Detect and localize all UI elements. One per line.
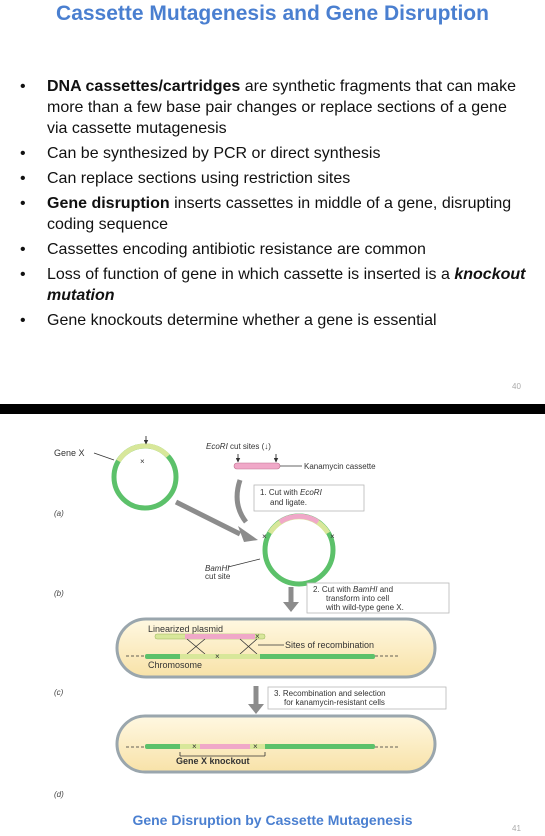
step-3-text: 3. Recombination and selection (274, 689, 386, 698)
kanamycin-cassette-group: EcoRI cut sites (↓) Kanamycin cassette (206, 442, 376, 471)
step-1-box: 1. Cut with EcoRI and ligate. (253, 484, 365, 512)
bullet-dot: • (20, 78, 26, 95)
panel-c-label: (c) (54, 688, 64, 697)
gene-x-segment (116, 443, 170, 463)
bullet-item: • DNA cassettes/cartridges are synthetic … (20, 76, 530, 139)
gene-x-segment-b (267, 514, 331, 535)
bullet-dot: • (20, 241, 26, 258)
bullet-text: Can replace sections using restriction s… (47, 170, 351, 187)
merge-arrow-cassette (234, 479, 249, 524)
bullet-list: • DNA cassettes/cartridges are synthetic … (20, 76, 530, 335)
panel-b-label: (b) (54, 589, 64, 598)
merge-arrow-plasmid (174, 499, 242, 537)
step-3-text-line2: for kanamycin-resistant cells (284, 698, 385, 707)
recombination-line (186, 638, 206, 655)
bullet-item: • Can replace sections using restriction … (20, 168, 530, 189)
panel-c: Linearized plasmid × × Sites of recombin… (54, 617, 437, 697)
step-1-text: 1. Cut with (260, 488, 300, 497)
bullet-item: • Can be synthesized by PCR or direct syn… (20, 143, 530, 164)
ecori-x-mark: × (140, 457, 145, 466)
step-2-text-line2: transform into cell (326, 594, 389, 603)
bullet-bold-italic: knockout mutation (47, 266, 526, 304)
svg-text:2. Cut with BamHI and: 2. Cut with BamHI and (313, 585, 393, 594)
cassette-segment-b (278, 513, 320, 525)
x-mark: × (215, 652, 220, 661)
bullet-text: are synthetic fragments that can make mo… (47, 78, 516, 137)
merge-arrowhead (238, 526, 258, 542)
x-mark: × (262, 532, 267, 541)
x-mark: × (330, 532, 335, 541)
x-mark: × (192, 742, 197, 751)
chromosome-gene-x-bar (180, 654, 260, 659)
slide-41: Gene X × (a) EcoRI cut sites (↓) Kanamyc… (0, 414, 545, 836)
step-1-text-line2: and ligate. (270, 498, 307, 507)
panel-d-label: (d) (54, 790, 64, 799)
slide-40: Cassette Mutagenesis and Gene Disruption… (0, 0, 545, 404)
bullet-item: • Gene knockouts determine whether a gene… (20, 310, 530, 331)
bullet-dot: • (20, 145, 26, 162)
slide-title: Cassette Mutagenesis and Gene Disruption (56, 2, 489, 25)
gene-x-label: Gene X (54, 448, 85, 458)
linearized-cassette-bar (185, 634, 255, 639)
bullet-dot: • (20, 195, 26, 212)
kanamycin-cassette-label: Kanamycin cassette (304, 462, 376, 471)
panel-a: Gene X × (a) (54, 436, 179, 518)
bullet-bold: DNA cassettes/cartridges (47, 78, 241, 95)
bullet-text: Can be synthesized by PCR or direct synt… (47, 145, 381, 162)
gene-x-knockout-label: Gene X knockout (176, 756, 250, 766)
bullet-text: inserts cassettes in middle of a gene, d… (47, 195, 512, 233)
step-2-text: 2. Cut with (313, 585, 353, 594)
chromosome-label: Chromosome (148, 660, 202, 670)
bullet-text: Cassettes encoding antibiotic resistance… (47, 241, 426, 258)
slide-divider (0, 404, 545, 414)
x-mark: × (253, 742, 258, 751)
page-number: 41 (512, 824, 521, 833)
bullet-item: • Cassettes encoding antibiotic resistanc… (20, 239, 530, 260)
bamhi-label: BamHI (205, 564, 230, 573)
step-2-box: 2. Cut with BamHI and transform into cel… (306, 582, 450, 614)
bullet-item: • Loss of function of gene in which casse… (20, 264, 530, 306)
bamhi-cut-site-label: cut site (205, 572, 231, 581)
panel-a-label: (a) (54, 509, 64, 518)
bullet-text: Gene knockouts determine whether a gene … (47, 312, 437, 329)
bullet-dot: • (20, 170, 26, 187)
bullet-dot: • (20, 312, 26, 329)
bullet-text: Loss of function of gene in which casset… (47, 266, 455, 283)
knockout-cassette-bar (200, 744, 250, 749)
down-arrowhead-2 (283, 602, 299, 612)
gene-x-pointer (93, 452, 115, 461)
panel-b: × × BamHI cut site (b) (54, 513, 336, 598)
bullet-dot: • (20, 266, 26, 283)
x-mark: × (255, 632, 260, 641)
step-3-box: 3. Recombination and selection for kanam… (267, 686, 447, 710)
linearized-plasmid-label: Linearized plasmid (148, 624, 223, 634)
gene-disruption-diagram: Gene X × (a) EcoRI cut sites (↓) Kanamyc… (54, 436, 450, 799)
step-2-text-line3: with wild-type gene X. (325, 603, 404, 612)
figure-caption: Gene Disruption by Cassette Mutagenesis (132, 812, 413, 828)
bullet-item: • Gene disruption inserts cassettes in mi… (20, 193, 530, 235)
bamhi-pointer (227, 558, 261, 568)
cell-c (115, 617, 437, 679)
down-arrowhead-3 (248, 704, 264, 714)
svg-text:1. Cut with EcoRI: 1. Cut with EcoRI (260, 488, 323, 497)
recombination-line (239, 638, 258, 655)
panel-d: × × Gene X knockout (d) (54, 714, 437, 799)
kanamycin-cassette (233, 462, 281, 470)
page-number: 40 (512, 382, 521, 391)
ecori-cut-sites-label: EcoRI cut sites (↓) (206, 442, 271, 451)
bullet-bold: Gene disruption (47, 195, 170, 212)
sites-of-recombination-label: Sites of recombination (285, 640, 374, 650)
